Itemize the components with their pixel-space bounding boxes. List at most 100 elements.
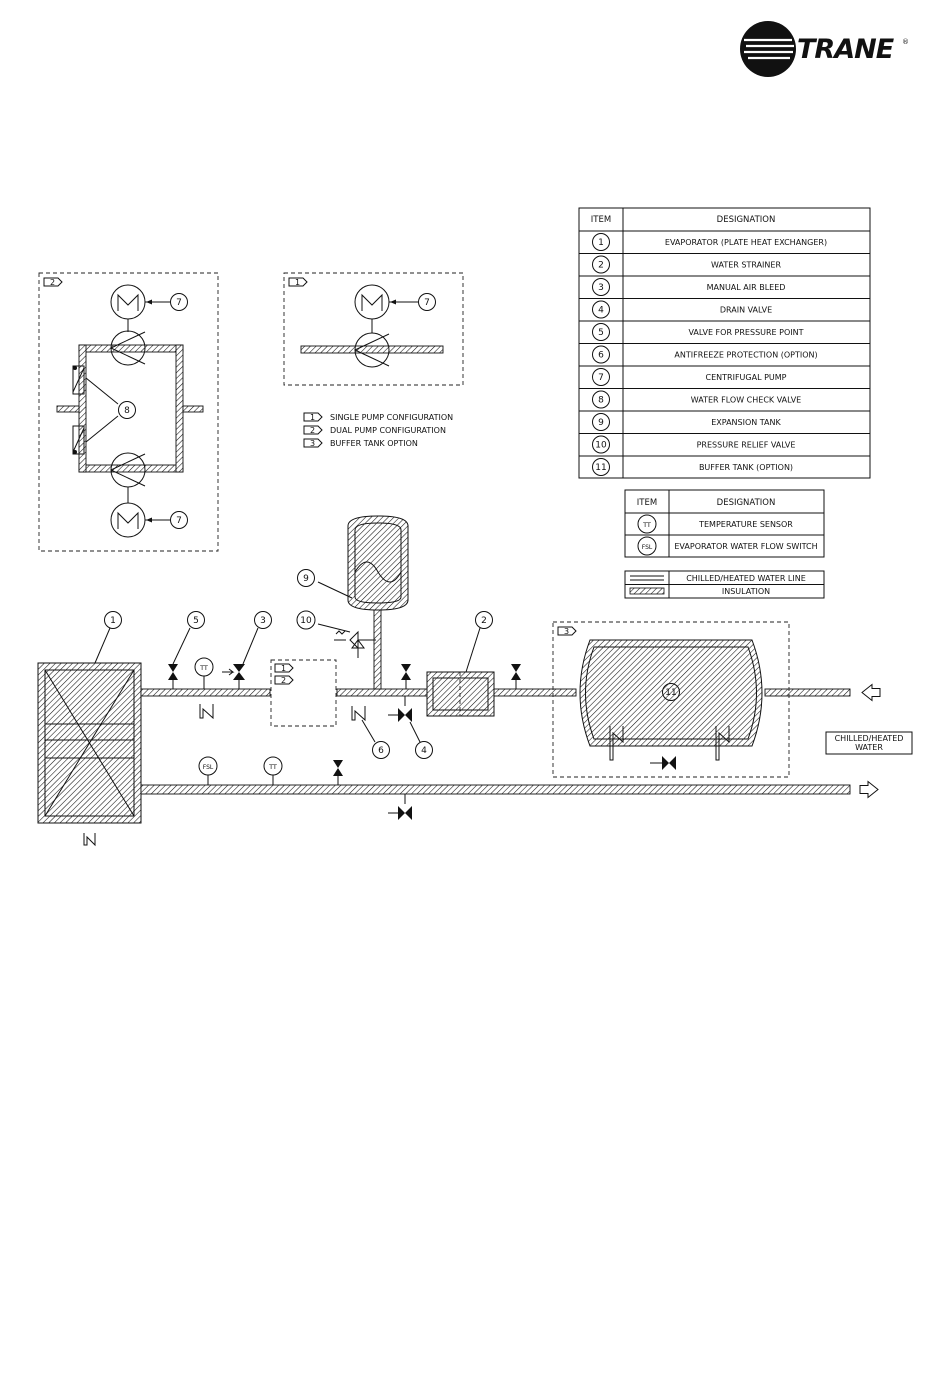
callout-expansion-tank: 9 (303, 574, 309, 584)
evaporator (37, 662, 142, 847)
config-tag: 2 (281, 676, 286, 685)
drain-valve-icon (398, 708, 412, 722)
callout-strainer: 2 (481, 616, 487, 626)
config-tag: 1 (295, 278, 300, 287)
line-legend: CHILLED/HEATED WATER LINE INSULATION (624, 570, 825, 599)
callout-air-bleed: 3 (260, 616, 266, 626)
valve-icon (511, 664, 521, 680)
table-row-item: 3 (598, 283, 604, 293)
table-row-designation: PRESSURE RELIEF VALVE (697, 441, 796, 450)
brand-registered: ® (902, 38, 909, 46)
expansion-tank (347, 515, 409, 611)
motor-icon (110, 502, 146, 538)
table-row-designation: DRAIN VALVE (720, 306, 772, 315)
table-row: 10 PRESSURE RELIEF VALVE (592, 435, 796, 454)
insulation-swatch (629, 587, 665, 595)
check-valve-icon (72, 425, 85, 455)
legend-water-line: CHILLED/HEATED WATER LINE (686, 574, 806, 583)
config-label: BUFFER TANK OPTION (330, 439, 418, 448)
table-row-item: 8 (598, 396, 604, 406)
water-label-line1: CHILLED/HEATED (835, 734, 904, 743)
sensor-tag-fsl: FSL (203, 764, 214, 771)
antifreeze-icon (351, 706, 366, 722)
water-label-line2: WATER (855, 743, 883, 752)
table-row-designation: CENTRIFUGAL PUMP (706, 373, 787, 382)
single-pump-detail: 1 7 (283, 272, 464, 386)
sensor-table: ITEM DESIGNATION TT TEMPERATURE SENSOR F… (624, 489, 825, 558)
config-tag: 3 (310, 439, 315, 448)
table-row-item: 2 (598, 261, 604, 271)
table-row: 7 CENTRIFUGAL PUMP (592, 368, 787, 386)
item-table-header-item: ITEM (591, 215, 611, 225)
trane-logo-globe-icon (740, 21, 796, 77)
table-row-designation: EVAPORATOR (PLATE HEAT EXCHANGER) (665, 238, 827, 247)
outlet-arrow-icon (859, 780, 879, 799)
config-tag: 1 (310, 413, 315, 422)
sensor-tag-fsl: FSL (642, 544, 653, 551)
table-row-designation: WATER STRAINER (711, 261, 781, 270)
inlet-arrow-icon (861, 683, 881, 702)
table-row: 9 EXPANSION TANK (592, 413, 782, 431)
water-strainer (426, 671, 495, 717)
sensor-tag-tt: TT (642, 521, 651, 529)
config-label: DUAL PUMP CONFIGURATION (330, 426, 446, 435)
table-row-designation: ANTIFREEZE PROTECTION (OPTION) (674, 351, 817, 360)
pump-config-placeholder (270, 659, 337, 727)
sensor-table-header-designation: DESIGNATION (717, 498, 776, 508)
callout-drain-valve: 4 (421, 746, 427, 756)
table-row-item: 5 (598, 328, 604, 338)
config-label: SINGLE PUMP CONFIGURATION (330, 413, 453, 422)
callout-antifreeze: 6 (378, 746, 384, 756)
drain-icon (199, 704, 214, 720)
table-row-designation: TEMPERATURE SENSOR (698, 520, 793, 529)
table-row-designation: EXPANSION TANK (711, 418, 781, 427)
table-row-item: 10 (595, 441, 607, 451)
check-valve-icon (72, 365, 85, 395)
config-tag: 1 (281, 664, 286, 673)
table-row: 5 VALVE FOR PRESSURE POINT (592, 323, 804, 341)
brand-name: TRANE (797, 34, 895, 65)
table-row-designation: MANUAL AIR BLEED (707, 283, 786, 292)
config-legend: 1 SINGLE PUMP CONFIGURATION 2 DUAL PUMP … (303, 412, 453, 448)
table-row: 1 EVAPORATOR (PLATE HEAT EXCHANGER) (592, 233, 827, 251)
trane-logo: TRANE ® (740, 21, 909, 77)
table-row: 4 DRAIN VALVE (592, 300, 772, 319)
air-bleed-icon (233, 664, 245, 680)
valve-icon (333, 760, 343, 776)
drain-icon (83, 833, 96, 847)
config-tag: 2 (50, 278, 55, 287)
legend-insulation: INSULATION (722, 587, 770, 596)
item-table: ITEM DESIGNATION 1 EVAPORATOR (PLATE HEA… (578, 207, 871, 479)
drain-valve-icon (662, 756, 676, 770)
table-row: 2 WATER STRAINER (592, 255, 781, 274)
table-row-designation: VALVE FOR PRESSURE POINT (688, 328, 803, 337)
callout-check-valve: 8 (124, 406, 130, 416)
valve-icon (168, 664, 178, 680)
table-row: 3 MANUAL AIR BLEED (592, 278, 786, 296)
table-row: FSL EVAPORATOR WATER FLOW SWITCH (637, 536, 818, 556)
sensor-tag-tt: TT (199, 664, 208, 672)
table-row: 8 WATER FLOW CHECK VALVE (592, 390, 801, 409)
callout-pump: 7 (176, 516, 182, 526)
water-label-box (825, 731, 913, 755)
motor-icon (354, 284, 390, 320)
motor-icon (110, 284, 146, 320)
sensor-table-header-item: ITEM (637, 498, 657, 508)
table-row-item: 1 (598, 238, 604, 248)
config-tag: 2 (310, 426, 315, 435)
table-row-item: 7 (598, 373, 604, 383)
buffer-tank (579, 639, 763, 747)
table-row-item: 6 (598, 351, 604, 361)
callout-pressure-point-valve: 5 (193, 616, 199, 626)
table-row-item: 9 (598, 418, 604, 428)
valve-icon (401, 664, 411, 680)
callout-buffer-tank: 11 (665, 688, 676, 698)
callout-pump: 7 (176, 298, 182, 308)
config-tag: 3 (564, 627, 569, 636)
table-row-designation: BUFFER TANK (OPTION) (699, 463, 793, 472)
table-row-designation: WATER FLOW CHECK VALVE (691, 396, 801, 405)
drain-valve-icon (398, 806, 412, 820)
table-row: 11 BUFFER TANK (OPTION) (592, 458, 793, 476)
callout-relief-valve: 10 (300, 616, 312, 626)
